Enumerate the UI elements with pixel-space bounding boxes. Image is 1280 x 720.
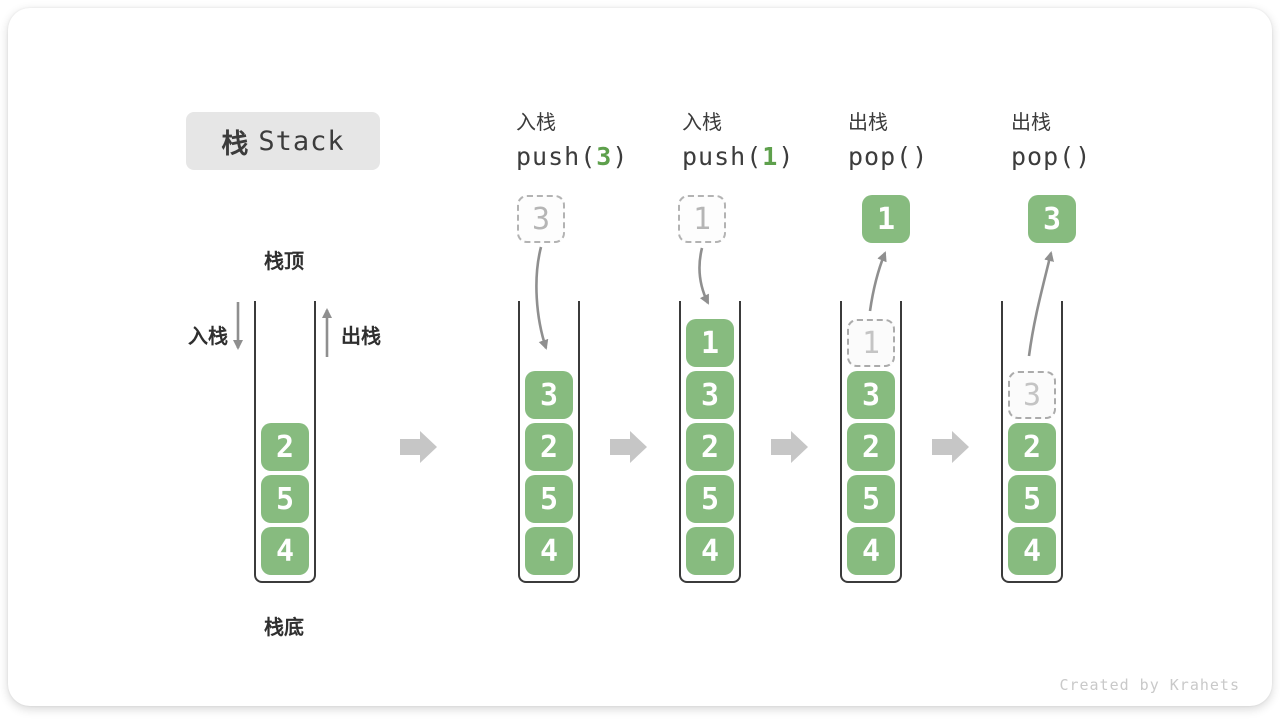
op-label-pop-first: 出栈 pop(): [848, 106, 998, 171]
code-arg: 3: [596, 142, 613, 171]
op-label-push-3: 入栈 push(3): [516, 106, 666, 171]
code-suffix: ): [912, 142, 929, 171]
stack-block: 3: [525, 371, 573, 419]
popped-value-box: 1: [862, 195, 910, 243]
stack-block: 5: [261, 475, 309, 523]
stack-block: 2: [847, 423, 895, 471]
stack-block: 4: [686, 527, 734, 575]
op-label-pop-second: 出栈 pop(): [1011, 106, 1161, 171]
op-action-label: 入栈: [682, 112, 722, 134]
stack-block: 5: [686, 475, 734, 523]
code-suffix: ): [1075, 142, 1092, 171]
watermark: Created by Krahets: [1059, 676, 1240, 694]
pop-side-label: 出栈: [341, 326, 381, 348]
title-zh: 栈: [221, 128, 249, 159]
code-prefix: push(: [682, 142, 763, 171]
stack-block: 2: [525, 423, 573, 471]
code-prefix: pop(: [848, 142, 913, 171]
stack-block: 2: [686, 423, 734, 471]
popped-slot-placeholder: 3: [1008, 371, 1056, 419]
op-action-label: 出栈: [848, 112, 888, 134]
code-prefix: push(: [516, 142, 597, 171]
title-en: Stack: [258, 125, 345, 157]
stack-block: 2: [1008, 423, 1056, 471]
push-side-label: 入栈: [188, 326, 228, 348]
title-box: 栈 Stack: [186, 112, 380, 170]
incoming-value-box: 3: [517, 195, 565, 243]
popped-value-box: 3: [1028, 195, 1076, 243]
stack-block: 5: [1008, 475, 1056, 523]
stack-block: 3: [847, 371, 895, 419]
stack-block: 5: [525, 475, 573, 523]
stack-top-label: 栈顶: [264, 251, 304, 273]
op-code-label: pop(): [1011, 142, 1161, 171]
stack-block: 3: [686, 371, 734, 419]
stack-block: 4: [261, 527, 309, 575]
op-action-label: 出栈: [1011, 112, 1051, 134]
code-suffix: ): [778, 142, 795, 171]
op-code-label: push(3): [516, 142, 666, 171]
stack-block: 4: [1008, 527, 1056, 575]
code-suffix: ): [612, 142, 629, 171]
popped-slot-placeholder: 1: [847, 319, 895, 367]
stack-block: 2: [261, 423, 309, 471]
stack-block: 1: [686, 319, 734, 367]
op-label-push-1: 入栈 push(1): [682, 106, 832, 171]
stack-block: 4: [525, 527, 573, 575]
stack-block: 4: [847, 527, 895, 575]
op-action-label: 入栈: [516, 112, 556, 134]
stack-block: 5: [847, 475, 895, 523]
code-arg: 1: [762, 142, 779, 171]
code-prefix: pop(: [1011, 142, 1076, 171]
op-code-label: pop(): [848, 142, 998, 171]
incoming-value-box: 1: [678, 195, 726, 243]
op-code-label: push(1): [682, 142, 832, 171]
stack-bottom-label: 栈底: [264, 617, 304, 639]
